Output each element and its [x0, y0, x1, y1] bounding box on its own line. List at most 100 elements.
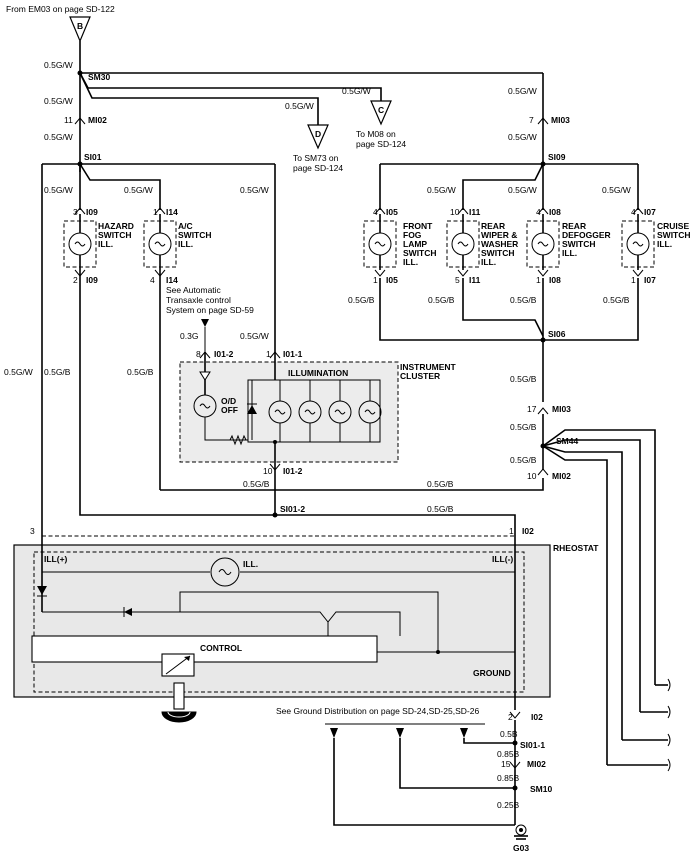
connector-i09-top: I09	[86, 207, 98, 217]
front-fog-label: ILL.	[403, 257, 418, 267]
rear-wiper-label: ILL.	[481, 257, 496, 267]
connector-b-arrow: B	[69, 16, 91, 43]
connector-mi02-mid: MI02	[552, 471, 571, 481]
connector-mi02-bottom: MI02	[527, 759, 546, 769]
wire-label: 0.5G/W	[44, 96, 73, 106]
front-fog-label: FOG	[403, 230, 422, 240]
pin-number: 1	[631, 275, 636, 285]
connector-mi03-top: MI03	[551, 115, 570, 125]
wire-label: 0.5G/B	[243, 479, 270, 489]
ac-label: SWITCH	[178, 230, 212, 240]
connector-mi03-mid: MI03	[552, 404, 571, 414]
wire-label: 0.5G/B	[44, 367, 71, 377]
connector-i05-top: I05	[386, 207, 398, 217]
wire-label: 0.5G/W	[44, 185, 73, 195]
right-wire-stubs	[607, 678, 671, 772]
wire-label: 0.5G/B	[510, 374, 537, 384]
si09-wiring	[379, 160, 639, 210]
wire-label: 0.5G/W	[342, 86, 371, 96]
pin-number: 4	[631, 207, 636, 217]
ac-label: A/C	[178, 221, 193, 231]
hazard-switch-ill	[63, 207, 97, 300]
pin-number: 1	[266, 349, 271, 359]
hazard-label: ILL.	[98, 239, 113, 249]
front-fog-label: LAMP	[403, 239, 427, 249]
rheostat-title: RHEOSTAT	[553, 543, 599, 553]
connector-symbol	[537, 468, 549, 476]
wire-label: 0.5G/B	[510, 422, 537, 432]
rear-defogger-label: REAR	[562, 221, 586, 231]
connector-i14-top: I14	[166, 207, 178, 217]
cluster-title: CLUSTER	[400, 371, 440, 381]
splice-si01-1: SI01-1	[520, 740, 545, 750]
automatic-transaxle-note: System on page SD-59	[166, 305, 254, 315]
illumination-label: ILLUMINATION	[288, 368, 348, 378]
si01-wiring	[41, 161, 276, 536]
connector-d-letter: D	[315, 129, 321, 139]
rheostat-module	[13, 536, 551, 723]
rear-wiper-label: WASHER	[481, 239, 518, 249]
connector-i01-2b: I01-2	[283, 466, 303, 476]
pin-number: 17	[527, 404, 537, 414]
pin-number: 4	[150, 275, 155, 285]
pin-number: 1	[509, 526, 514, 536]
connector-symbol	[509, 711, 521, 719]
front-fog-label: FRONT	[403, 221, 433, 231]
connector-i07-bottom: I07	[644, 275, 656, 285]
wire-label: 0.5G/W	[285, 101, 314, 111]
wire-label: 0.5G/B	[427, 504, 454, 514]
connector-i01-1: I01-1	[283, 349, 303, 359]
connector-i14-bottom: I14	[166, 275, 178, 285]
connector-i11-bottom: I11	[469, 275, 481, 285]
pin-number: 10	[263, 466, 273, 476]
splice-si09: SI09	[548, 152, 566, 162]
cruise-label: ILL.	[657, 239, 672, 249]
wire-label: 0.25B	[497, 800, 520, 810]
front-fog-switch-ill	[363, 207, 397, 277]
connector-i02-bottom: I02	[531, 712, 543, 722]
od-off-label: O/D	[221, 396, 236, 406]
connector-c-letter: C	[378, 105, 384, 115]
wire-label: 0.5G/B	[427, 479, 454, 489]
wire-label: 0.85B	[497, 773, 520, 783]
splice-si06: SI06	[548, 329, 566, 339]
connector-i07-top: I07	[644, 207, 656, 217]
pin-number: 2	[508, 712, 513, 722]
automatic-transaxle-note: Transaxle control	[166, 295, 231, 305]
source-note: From EM03 on page SD-122	[6, 4, 115, 14]
wire-label: 0.5G/B	[348, 295, 375, 305]
wire-label: 0.5G/W	[44, 60, 73, 70]
splice-si01-2: SI01-2	[280, 504, 305, 514]
rear-defogger-switch-ill	[526, 207, 560, 277]
wire-label: 0.85B	[497, 749, 520, 759]
pin-number: 3	[73, 207, 78, 217]
connector-symbol	[74, 117, 86, 125]
connector-mi02-top: MI02	[88, 115, 107, 125]
wire-label: 0.5G/W	[427, 185, 456, 195]
wire-label: 0.5G/B	[428, 295, 455, 305]
connector-i01-2a: I01-2	[214, 349, 234, 359]
connector-symbol	[537, 407, 549, 415]
wire-label: 0.5G/W	[240, 331, 269, 341]
pin-number: 15	[501, 759, 511, 769]
connector-i11-top: I11	[469, 207, 481, 217]
connector-symbol	[199, 351, 211, 359]
connector-symbol	[509, 761, 521, 769]
pin-number: 4	[373, 207, 378, 217]
wire-label: 0.5G/W	[508, 86, 537, 96]
splice-sm10: SM10	[530, 784, 552, 794]
cluster-title: INSTRUMENT	[400, 362, 457, 372]
wire-label: 0.5G/B	[603, 295, 630, 305]
pin-number: 3	[30, 526, 35, 536]
connector-symbol	[269, 463, 281, 471]
pin-number: 8	[196, 349, 201, 359]
ground-distribution-note: See Ground Distribution on page SD-24,SD…	[276, 706, 479, 716]
wire-label: 0.5G/B	[510, 295, 537, 305]
rear-wiper-switch-ill	[446, 207, 480, 277]
top-wiring	[77, 41, 544, 172]
rear-wiper-label: WIPER &	[481, 230, 517, 240]
pin-number: 1	[536, 275, 541, 285]
connector-i08-top: I08	[549, 207, 561, 217]
wire-label: 0.5G/W	[124, 185, 153, 195]
